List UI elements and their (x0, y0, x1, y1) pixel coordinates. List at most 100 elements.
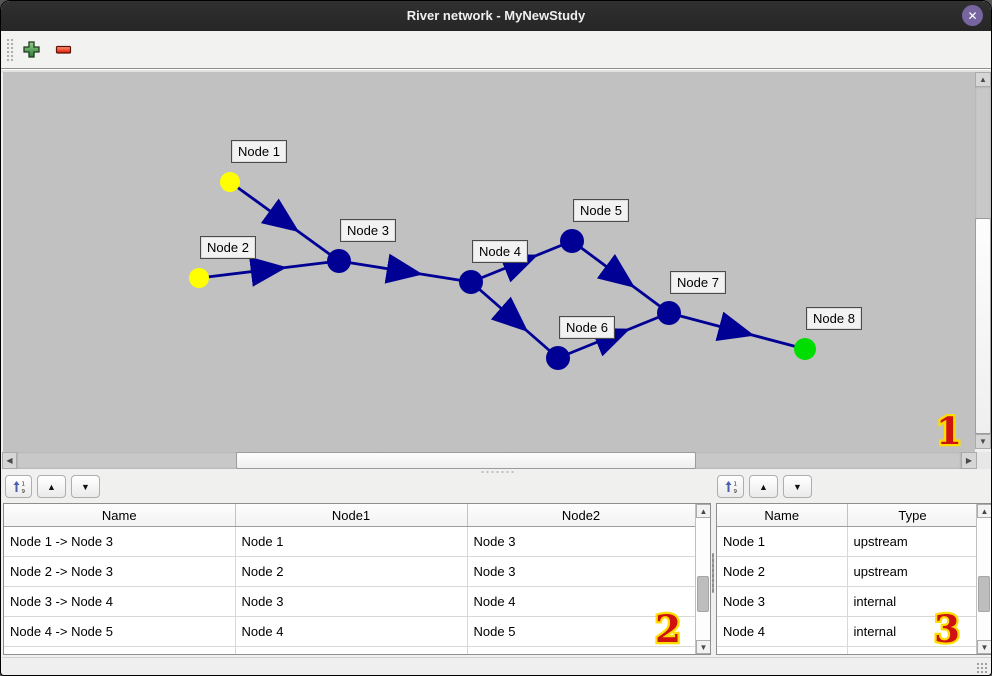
vertical-splitter[interactable] (711, 503, 716, 655)
cell-node2[interactable]: Node 5 (467, 616, 696, 647)
scroll-down-arrow-icon[interactable]: ▼ (696, 640, 710, 654)
scroll-thumb[interactable] (975, 218, 991, 434)
scroll-thumb[interactable] (697, 576, 709, 612)
cell-type[interactable]: internal (847, 616, 979, 647)
up-triangle-icon: ▲ (47, 481, 56, 492)
table-row[interactable]: Node 4 -> Node 5 Node 4 Node 5 (4, 616, 696, 647)
table-row[interactable]: Node 1 -> Node 3 Node 1 Node 3 (4, 526, 696, 557)
cell-name[interactable]: Node 4 (717, 616, 848, 647)
cell-name[interactable]: Node 3 (717, 586, 848, 617)
network-edge[interactable] (198, 256, 340, 287)
reach-move-up-button[interactable]: ▲ (37, 475, 66, 498)
node-label: Node 6 (559, 316, 615, 339)
scroll-up-arrow-icon[interactable]: ▲ (975, 72, 991, 87)
node-table: Name Type Node 1 upstream Node 2 upstrea… (716, 503, 991, 655)
node-label: Node 7 (670, 271, 726, 294)
cell-name[interactable]: Node 2 (717, 556, 848, 587)
scroll-left-arrow-icon[interactable]: ◀ (2, 452, 17, 469)
add-button[interactable] (18, 36, 44, 62)
table-row[interactable]: Node 2 -> Node 3 Node 2 Node 3 (4, 556, 696, 587)
cell-node1[interactable]: Node 3 (235, 586, 468, 617)
network-node[interactable] (657, 301, 681, 325)
node-table-scrollbar[interactable]: ▲ ▼ (976, 504, 991, 654)
horizontal-splitter[interactable] (2, 469, 991, 475)
network-node[interactable] (220, 172, 240, 192)
toolbar-divider (1, 68, 991, 73)
scroll-down-arrow-icon[interactable]: ▼ (975, 434, 991, 449)
network-node[interactable] (794, 338, 816, 360)
cell-name[interactable]: Node 3 -> Node 4 (4, 586, 236, 617)
table-row[interactable]: Node 4 internal (717, 616, 979, 647)
cell-node1[interactable]: Node 4 (235, 616, 468, 647)
table-row[interactable]: Node 1 upstream (717, 526, 979, 557)
reach-table-scrollbar[interactable]: ▲ ▼ (695, 504, 710, 654)
column-header-type[interactable]: Type (847, 504, 979, 527)
toolbar-drag-handle[interactable] (6, 38, 14, 62)
canvas-horizontal-scrollbar[interactable]: ◀ ▶ (2, 452, 977, 469)
scroll-up-arrow-icon[interactable]: ▲ (696, 504, 710, 518)
node-move-down-button[interactable]: ▼ (783, 475, 812, 498)
cell-node2[interactable]: Node 3 (467, 526, 696, 557)
network-edge[interactable] (571, 239, 670, 315)
resize-grip-icon[interactable] (976, 662, 988, 674)
sort-icon: 1 9 (725, 480, 737, 494)
down-triangle-icon: ▼ (81, 481, 90, 492)
scroll-thumb[interactable] (978, 576, 990, 612)
up-triangle-icon: ▲ (759, 481, 768, 492)
sort-icon: 1 9 (13, 480, 25, 494)
cell-name[interactable]: Node 4 -> Node 5 (4, 616, 236, 647)
network-node[interactable] (189, 268, 209, 288)
scrollbar-corner (977, 452, 991, 469)
cell-name[interactable]: Node 1 -> Node 3 (4, 526, 236, 557)
cell-node2[interactable]: Node 3 (467, 556, 696, 587)
network-edge[interactable] (229, 180, 340, 263)
table-row[interactable]: Node 2 upstream (717, 556, 979, 587)
remove-button[interactable] (50, 36, 76, 62)
scroll-up-arrow-icon[interactable]: ▲ (977, 504, 991, 518)
cell-node2[interactable]: Node 4 (467, 586, 696, 617)
node-label: Node 2 (200, 236, 256, 259)
table-row[interactable]: Node 3 internal (717, 586, 979, 617)
network-node[interactable] (546, 346, 570, 370)
cell-type[interactable]: internal (847, 586, 979, 617)
cell-type[interactable]: upstream (847, 556, 979, 587)
window-title: River network - MyNewStudy (406, 8, 586, 23)
cell-name[interactable]: Node 1 (717, 526, 848, 557)
network-edge[interactable] (338, 253, 472, 284)
canvas-vertical-scrollbar[interactable]: ▲ ▼ (975, 72, 991, 449)
plus-icon (22, 40, 40, 58)
column-header-node2[interactable]: Node2 (467, 504, 696, 527)
reach-table-header-row: Name Node1 Node2 (4, 504, 696, 527)
cell-type[interactable]: upstream (847, 526, 979, 557)
scroll-down-arrow-icon[interactable]: ▼ (977, 640, 991, 654)
cell-name[interactable]: Node 2 -> Node 3 (4, 556, 236, 587)
cell-node1[interactable]: Node 1 (235, 526, 468, 557)
close-icon: ✕ (967, 8, 978, 23)
network-node[interactable] (459, 270, 483, 294)
node-move-up-button[interactable]: ▲ (749, 475, 778, 498)
network-edge[interactable] (470, 280, 559, 360)
network-node[interactable] (327, 249, 351, 273)
cell-node1[interactable]: Node 2 (235, 556, 468, 587)
column-header-name[interactable]: Name (4, 504, 236, 527)
table-row (717, 646, 979, 654)
svg-text:9: 9 (733, 489, 737, 494)
scroll-right-arrow-icon[interactable]: ▶ (961, 452, 977, 469)
reach-table: Name Node1 Node2 Node 1 -> Node 3 Node 1… (3, 503, 711, 655)
node-sort-button[interactable]: 1 9 (717, 475, 744, 498)
network-edge[interactable] (668, 311, 806, 351)
reach-sort-button[interactable]: 1 9 (5, 475, 32, 498)
title-bar[interactable]: River network - MyNewStudy ✕ (1, 1, 991, 31)
close-button[interactable]: ✕ (962, 5, 983, 26)
scroll-thumb[interactable] (236, 452, 696, 469)
column-header-node1[interactable]: Node1 (235, 504, 468, 527)
network-node[interactable] (560, 229, 584, 253)
svg-text:1: 1 (21, 481, 25, 487)
reach-move-down-button[interactable]: ▼ (71, 475, 100, 498)
column-header-name[interactable]: Name (717, 504, 848, 527)
table-row[interactable]: Node 3 -> Node 4 Node 3 Node 4 (4, 586, 696, 617)
node-table-buttons: 1 9 ▲ ▼ (717, 475, 812, 499)
node-table-header-row: Name Type (717, 504, 979, 527)
